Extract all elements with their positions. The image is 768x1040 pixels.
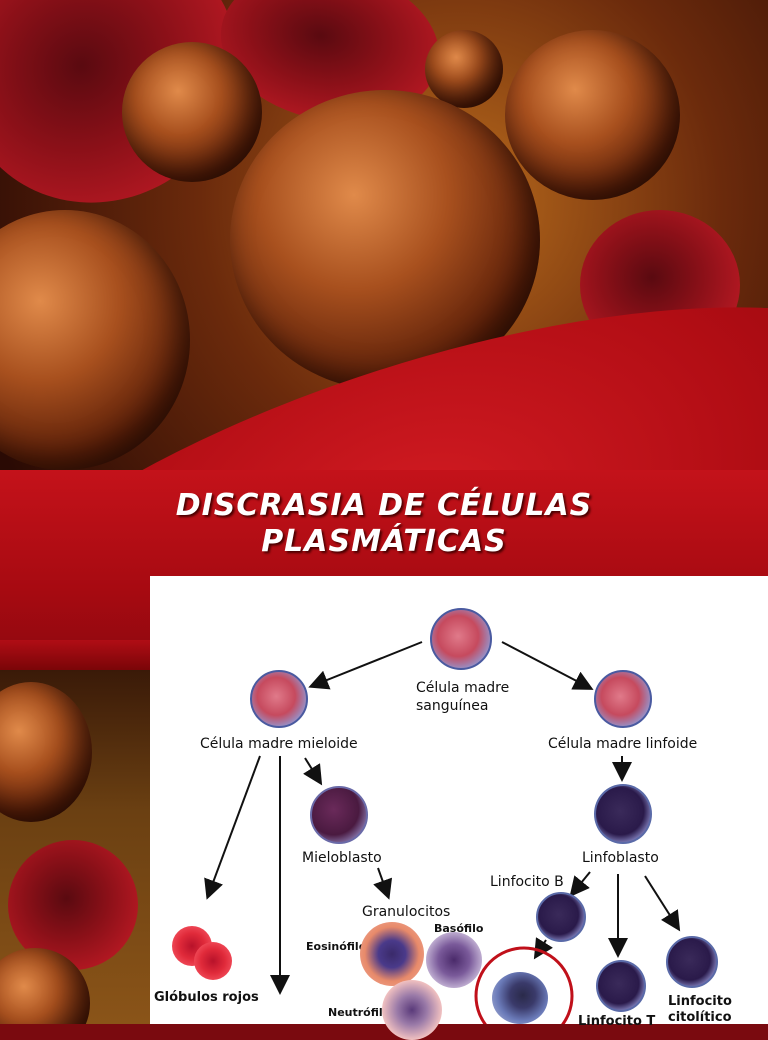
plasma-cell-highlighted — [492, 972, 548, 1024]
label-neutrophil: Neutrófilo — [328, 1006, 391, 1019]
label-myeloblast: Mieloblasto — [302, 850, 382, 866]
plasma-cell-image — [505, 30, 680, 200]
slide-background: DISCRASIA DE CÉLULAS PLASMÁTICAS — [0, 0, 768, 670]
title-line-1: DISCRASIA DE CÉLULAS — [175, 488, 593, 523]
highlight-circle — [474, 946, 574, 1024]
slide-title: DISCRASIA DE CÉLULAS PLASMÁTICAS — [0, 488, 768, 560]
basophil-cell — [426, 932, 482, 988]
lymphoblast-cell — [594, 784, 652, 844]
eosinophil-cell — [360, 922, 424, 986]
plasma-cell-image — [425, 30, 503, 108]
diagram-arrows — [204, 641, 681, 1024]
label-basophil: Basófilo — [434, 922, 484, 935]
title-line-2: PLASMÁTICAS — [261, 524, 507, 559]
cytotoxic-lymphocyte-cell — [666, 936, 718, 988]
plasma-cell-image — [0, 682, 92, 822]
label-eosinophil: Eosinófilo — [306, 940, 367, 953]
plasma-cell-image — [0, 210, 190, 470]
t-lymphocyte-cell — [596, 960, 646, 1012]
label-stem-cell: Célula madre — [416, 680, 510, 696]
hematopoiesis-diagram: Célula madre sanguínea Célula madre miel… — [150, 576, 768, 1040]
lymphoid-stem-cell — [594, 670, 652, 728]
label-cytotoxic-2: citolítico — [668, 1010, 732, 1025]
myeloblast-cell — [310, 786, 368, 844]
label-stem-cell-2: sanguínea — [416, 698, 489, 714]
label-cytotoxic-1: Linfocito — [668, 994, 732, 1009]
label-lymphoblast: Linfoblasto — [582, 850, 659, 866]
red-blood-cell-2 — [194, 942, 232, 980]
plasma-cell-image — [122, 42, 262, 182]
label-granulocytes: Granulocitos — [362, 904, 451, 920]
myeloid-stem-cell — [250, 670, 308, 728]
label-myeloid: Célula madre mieloide — [200, 736, 358, 752]
b-lymphocyte-cell — [536, 892, 586, 942]
label-rbc: Glóbulos rojos — [154, 990, 259, 1005]
blood-stem-cell — [430, 608, 492, 670]
label-lymph-b: Linfocito B — [490, 874, 564, 890]
neutrophil-cell — [382, 980, 442, 1040]
label-lymph-t: Linfocito T — [578, 1014, 656, 1029]
label-lymphoid: Célula madre linfoide — [548, 736, 698, 752]
